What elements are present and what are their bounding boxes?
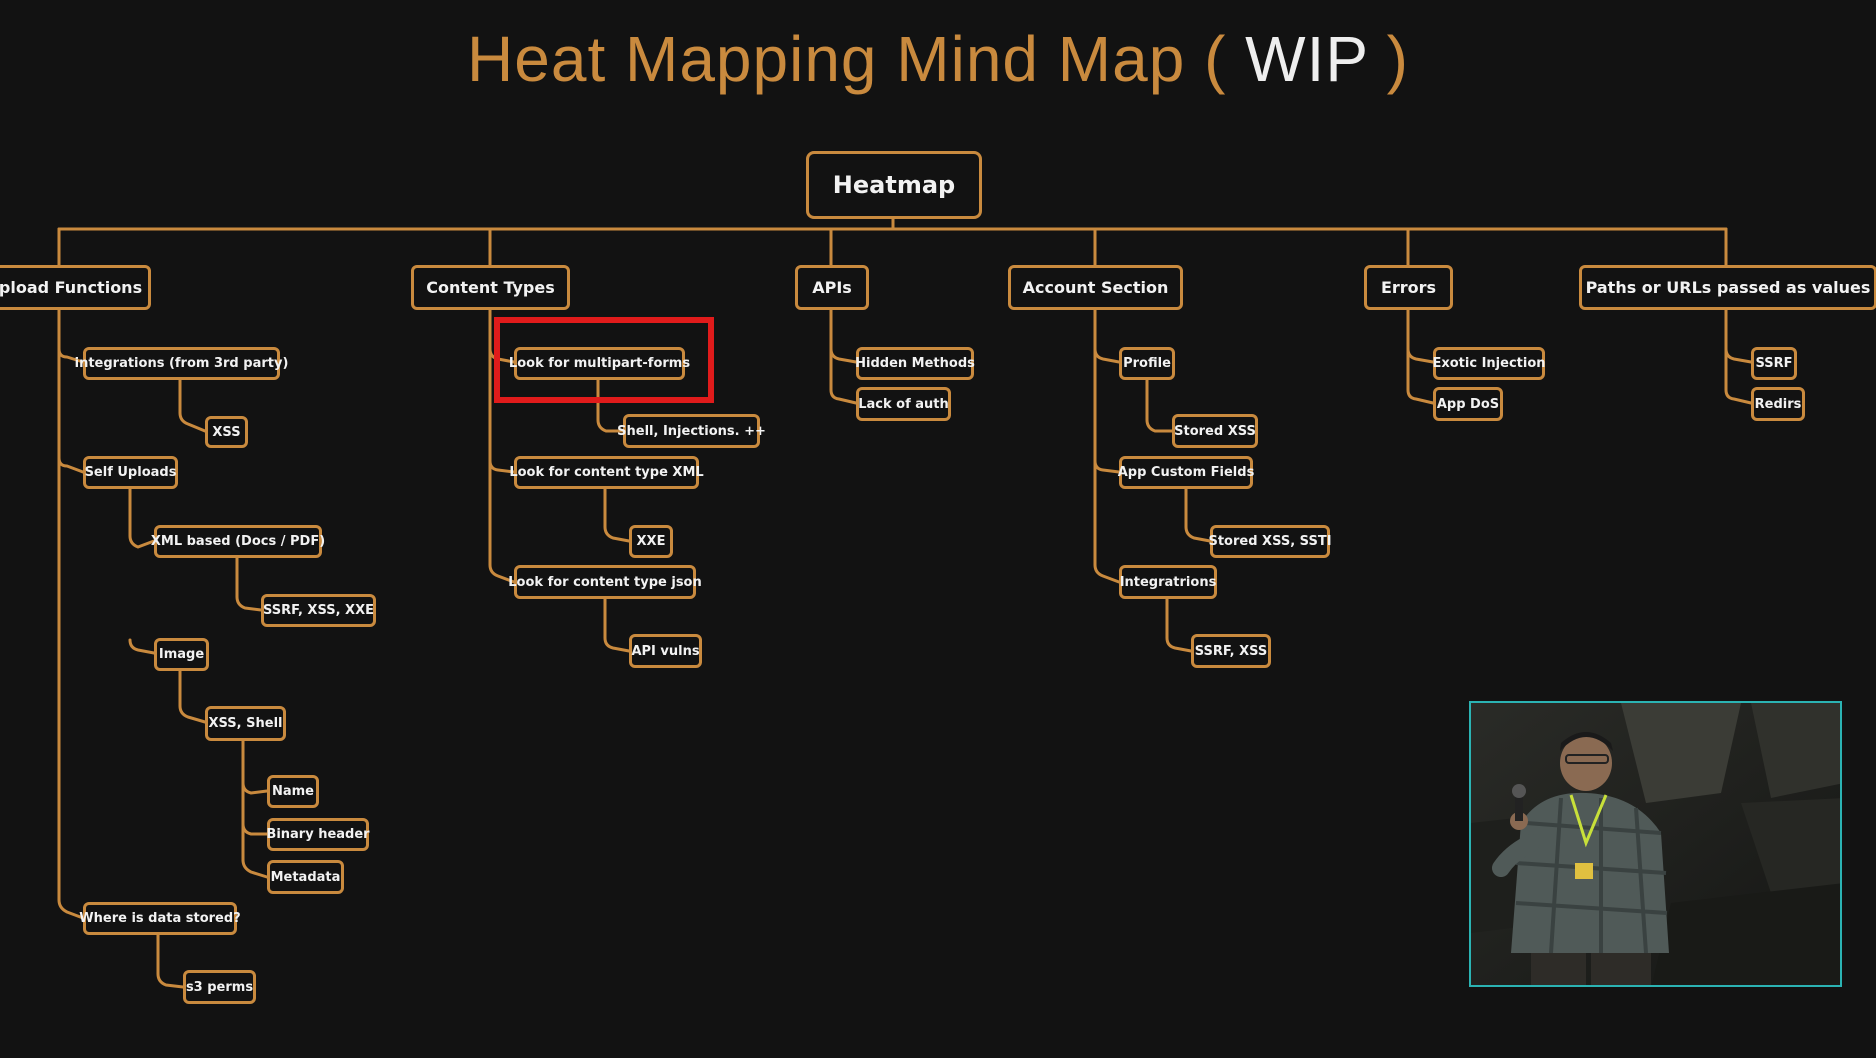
title-close: ) — [1367, 23, 1409, 95]
branch-content-types[interactable]: Content Types — [411, 265, 570, 310]
node-profile[interactable]: Profile — [1119, 347, 1175, 380]
node-redirs[interactable]: Redirs — [1751, 387, 1805, 421]
node-ssrf[interactable]: SSRF — [1751, 347, 1797, 380]
node-stored-xss[interactable]: Stored XSS — [1172, 414, 1258, 448]
title-main: Heat Mapping Mind Map ( — [467, 23, 1246, 95]
node-binary-header[interactable]: Binary header — [266, 818, 370, 851]
branch-apis[interactable]: APIs — [795, 265, 869, 310]
node-image[interactable]: Image — [154, 638, 209, 671]
node-integrations-3rd-party[interactable]: integrations (from 3rd party) — [75, 347, 288, 380]
presenter-video-icon — [1469, 701, 1842, 987]
node-lack-of-auth[interactable]: Lack of auth — [856, 387, 951, 421]
node-where-data-stored[interactable]: Where is data stored? — [79, 902, 241, 935]
node-stored-xss-ssti[interactable]: Stored XSS, SSTI — [1208, 525, 1332, 558]
node-hidden-methods[interactable]: Hidden Methods — [855, 347, 975, 380]
node-api-vulns[interactable]: API vulns — [629, 634, 702, 668]
title-wip: WIP — [1245, 23, 1368, 95]
branch-upload-functions[interactable]: pload Functions — [0, 265, 151, 310]
node-xxe[interactable]: XXE — [629, 525, 673, 558]
node-app-dos[interactable]: App DoS — [1433, 387, 1503, 421]
node-shell-injections[interactable]: Shell, Injections. ++ — [617, 414, 766, 448]
node-integratrions[interactable]: Integratrions — [1119, 565, 1217, 599]
branch-paths-urls[interactable]: Paths or URLs passed as values — [1579, 265, 1876, 310]
node-xml-based[interactable]: XML based (Docs / PDF) — [151, 525, 325, 558]
node-content-type-xml[interactable]: Look for content type XML — [509, 456, 704, 489]
node-content-type-json[interactable]: Look for content type json — [508, 565, 702, 599]
node-multipart-forms[interactable]: Look for multipart-forms — [509, 347, 690, 380]
node-s3-perms[interactable]: s3 perms — [183, 970, 256, 1004]
node-ssrf-xss-xxe-upload[interactable]: SSRF, XSS, XXE — [261, 594, 376, 627]
slide-title: Heat Mapping Mind Map ( WIP ) — [0, 22, 1876, 96]
presenter-video-drawing — [1471, 703, 1840, 985]
node-metadata[interactable]: Metadata — [267, 860, 344, 894]
node-self-uploads[interactable]: Self Uploads — [83, 456, 178, 489]
branch-errors[interactable]: Errors — [1364, 265, 1453, 310]
node-app-custom-fields[interactable]: App Custom Fields — [1118, 456, 1254, 489]
node-ssrf-xss-account[interactable]: SSRF, XSS — [1191, 634, 1271, 668]
node-name[interactable]: Name — [267, 775, 319, 808]
node-xss-shell[interactable]: XSS, Shell — [205, 706, 286, 741]
node-xss[interactable]: XSS — [205, 416, 248, 448]
branch-account-section[interactable]: Account Section — [1008, 265, 1183, 310]
root-node[interactable]: Heatmap — [806, 151, 982, 219]
node-exotic-injection[interactable]: Exotic Injection — [1432, 347, 1546, 380]
highlight-box — [494, 317, 714, 403]
